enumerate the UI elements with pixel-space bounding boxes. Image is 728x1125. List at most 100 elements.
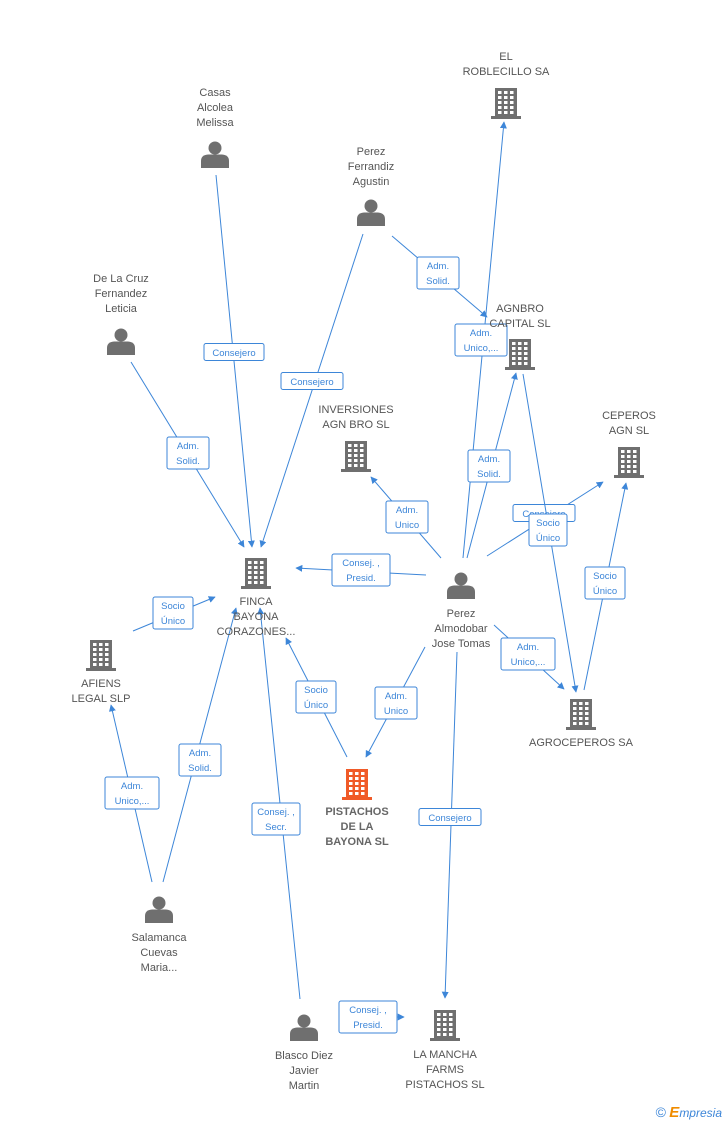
building-icon bbox=[341, 441, 371, 472]
relation-edge[interactable]: Adm.Solid. bbox=[466, 372, 518, 559]
node-label: Javier bbox=[289, 1065, 319, 1077]
node-label: Salamanca bbox=[131, 932, 187, 944]
edge-label-box bbox=[467, 449, 511, 483]
edge-label: Socio bbox=[593, 571, 617, 582]
relation-edge[interactable]: Consejero bbox=[203, 174, 265, 548]
edge-label: Secr. bbox=[265, 822, 287, 833]
edge-label: Solid. bbox=[188, 763, 212, 774]
company-node-agroceperos[interactable]: AGROCEPEROS SA bbox=[529, 699, 634, 749]
node-label: Blasco Diez bbox=[275, 1050, 333, 1062]
relation-edge[interactable]: Adm.Unico,... bbox=[104, 704, 160, 883]
node-label: Almodobar bbox=[434, 623, 488, 635]
node-label: BAYONA bbox=[233, 611, 279, 623]
node-label: EL bbox=[499, 51, 512, 63]
copyright-symbol: © bbox=[655, 1104, 666, 1120]
edges-layer: Adm.Unico,...Adm.Solid.ConsejeroConsejer… bbox=[104, 121, 629, 1034]
edge-label-box bbox=[528, 513, 568, 547]
edge-label-box bbox=[104, 776, 160, 810]
relation-edge[interactable]: Adm. Solid. bbox=[162, 607, 238, 883]
edge-label: Unico,... bbox=[464, 343, 499, 354]
building-icon bbox=[86, 640, 116, 671]
brand-footer: © Empresia bbox=[656, 1104, 722, 1121]
edge-label-box bbox=[416, 256, 460, 290]
node-label: CORAZONES... bbox=[217, 626, 296, 638]
edge-label-box bbox=[454, 323, 508, 357]
relation-edge[interactable]: Consejero bbox=[418, 651, 482, 999]
edge-label-box bbox=[331, 553, 391, 587]
edge-label: Adm. bbox=[478, 454, 500, 465]
building-icon bbox=[342, 769, 372, 800]
node-label: Perez bbox=[357, 146, 386, 158]
node-label: Martin bbox=[289, 1080, 320, 1092]
node-label: LEGAL SLP bbox=[72, 693, 131, 705]
edge-label: Unico bbox=[395, 520, 419, 531]
node-label: AGROCEPEROS SA bbox=[529, 737, 634, 749]
person-icon bbox=[447, 572, 475, 599]
edge-label: Adm. bbox=[385, 691, 407, 702]
edge-label: Socio bbox=[161, 601, 185, 612]
node-label: Casas bbox=[199, 87, 231, 99]
edge-label: Consejero bbox=[428, 813, 471, 824]
node-label: LA MANCHA bbox=[413, 1049, 477, 1061]
relation-edge[interactable]: Adm.Unico,... bbox=[493, 624, 565, 690]
node-label: FINCA bbox=[240, 596, 274, 608]
edge-label: Solid. bbox=[426, 276, 450, 287]
edge-label: Único bbox=[593, 586, 617, 597]
building-icon bbox=[505, 339, 535, 370]
building-icon bbox=[614, 447, 644, 478]
person-node-salamanca[interactable]: SalamancaCuevasMaria... bbox=[131, 896, 187, 975]
edge-label: Adm. bbox=[427, 261, 449, 272]
company-node-finca-bayona[interactable]: FINCA BAYONA CORAZONES... bbox=[217, 558, 296, 638]
node-label: CEPEROS bbox=[602, 410, 656, 422]
node-label: Agustin bbox=[353, 176, 390, 188]
edge-label: Consej. , bbox=[257, 807, 295, 818]
edge-label-box bbox=[500, 637, 556, 671]
relation-edge[interactable]: Adm. Solid. bbox=[391, 235, 488, 318]
edge-label-box bbox=[251, 802, 301, 836]
relation-edge[interactable]: Consej. , Presid. bbox=[338, 1000, 405, 1034]
node-label: De La Cruz bbox=[93, 273, 149, 285]
node-label: BAYONA SL bbox=[325, 836, 389, 848]
node-label: FARMS bbox=[426, 1064, 464, 1076]
relation-edge[interactable]: Consej. ,Presid. bbox=[295, 553, 427, 587]
edge-label: Consejero bbox=[290, 377, 333, 388]
node-label: AGNBRO bbox=[496, 303, 544, 315]
edge-label: Único bbox=[304, 700, 328, 711]
edge-label-box bbox=[584, 566, 626, 600]
relation-edge[interactable]: Adm.Unico bbox=[370, 476, 442, 559]
relation-edge[interactable]: Adm.Solid. bbox=[130, 361, 245, 548]
relation-edge[interactable]: Consej. , Secr. bbox=[251, 607, 301, 1000]
edge-label: Presid. bbox=[353, 1020, 383, 1031]
edge-label-box bbox=[374, 686, 418, 720]
node-label: Alcolea bbox=[197, 102, 234, 114]
relation-edge[interactable]: Adm. Unico,... bbox=[454, 121, 508, 559]
node-label: Leticia bbox=[105, 303, 138, 315]
edge-label: Consej. , bbox=[349, 1005, 387, 1016]
relation-edge[interactable]: Consejero bbox=[259, 233, 364, 548]
edge-label-box bbox=[280, 372, 344, 390]
node-label: AGN BRO SL bbox=[322, 419, 389, 431]
company-node-agnbro-capital[interactable]: AGNBRO CAPITAL SL bbox=[489, 303, 551, 370]
edge-label: Adm. bbox=[189, 748, 211, 759]
node-label: DE LA bbox=[341, 821, 374, 833]
relation-edge[interactable]: Adm.Unico bbox=[365, 646, 426, 758]
node-label: Jose Tomas bbox=[432, 638, 491, 650]
edge-label: Adm. bbox=[177, 441, 199, 452]
person-icon bbox=[107, 328, 135, 355]
node-label: CAPITAL SL bbox=[489, 318, 550, 330]
